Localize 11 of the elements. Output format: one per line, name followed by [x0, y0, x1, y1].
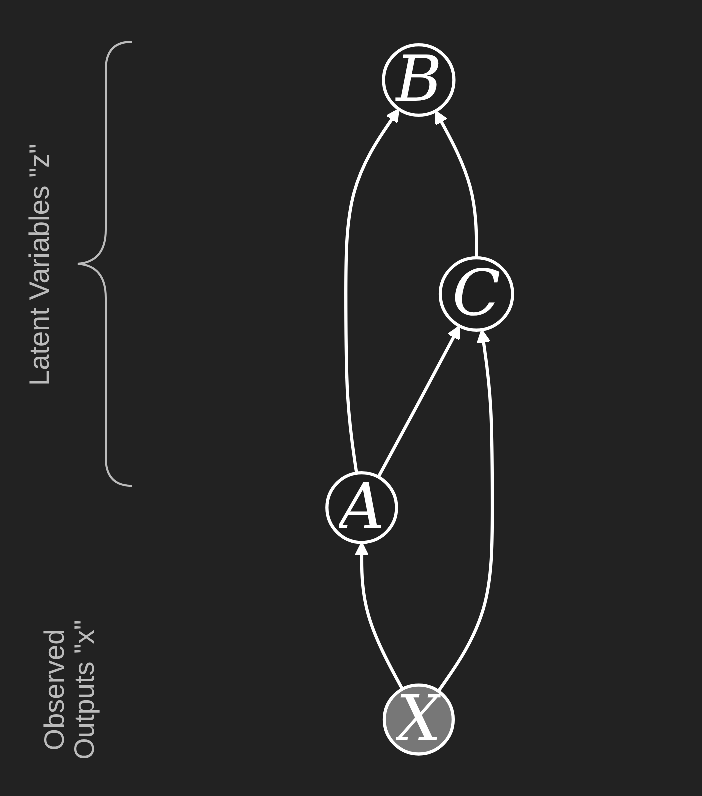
- axis-annotation: Observed Outputs "x": [40, 619, 100, 762]
- node-circle: B: [382, 43, 456, 118]
- node-circle: X: [382, 684, 456, 756]
- arrow: [377, 326, 460, 478]
- node-circle: A: [326, 471, 398, 544]
- node-circle: C: [438, 256, 514, 332]
- axis-annotation: Latent Variables "z": [25, 143, 55, 388]
- arrow: [437, 329, 494, 692]
- arrow: [435, 110, 478, 258]
- arrow: [354, 542, 404, 690]
- arrow: [344, 108, 400, 474]
